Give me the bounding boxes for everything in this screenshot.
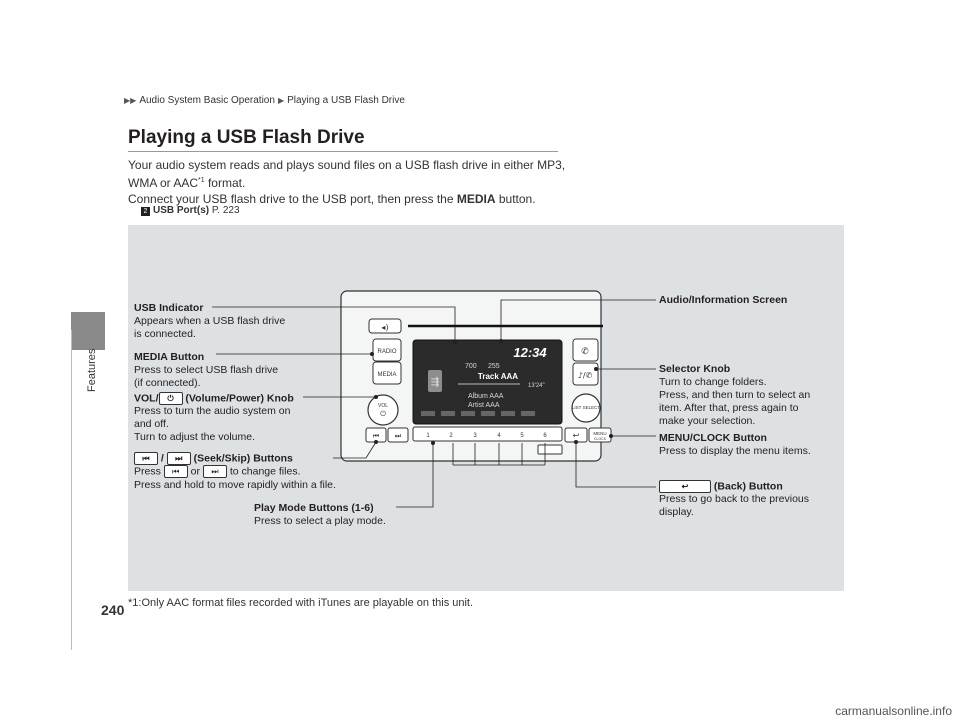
- callout-selector-knob: Selector Knob Turn to change folders.Pre…: [659, 363, 811, 427]
- back-icon: ↩: [659, 480, 711, 493]
- volume-knob[interactable]: [367, 394, 399, 426]
- radio-button-label: RADIO: [377, 349, 396, 355]
- skip-back-icon: ⏮: [163, 465, 188, 479]
- phone-button[interactable]: [572, 338, 599, 362]
- skip-back-icon: ⏮: [134, 452, 158, 465]
- section-label: Features: [86, 348, 98, 392]
- clock-button-label: CLOCK: [594, 437, 607, 441]
- preset-button-5[interactable]: 5: [520, 433, 524, 439]
- screen-track-number: 255: [488, 363, 500, 370]
- screen-folder-number: 700: [465, 363, 477, 370]
- preset-button-4[interactable]: 4: [497, 433, 501, 439]
- callout-menu-clock: MENU/CLOCK Button Press to display the m…: [659, 432, 811, 457]
- callout-media-button: MEDIA Button Press to select USB flash d…: [134, 351, 279, 389]
- callout-leader-lines: [212, 299, 656, 508]
- breadcrumb-arrow-icon: ▶: [277, 96, 285, 105]
- preset-button-6[interactable]: 6: [543, 433, 547, 439]
- volume-knob-label: VOL: [378, 403, 388, 409]
- title-rule: [128, 151, 558, 152]
- reference-arrow-icon: 2: [141, 207, 150, 216]
- power-icon: ⏻: [380, 410, 386, 418]
- skip-forward-icon: ⏭: [166, 452, 191, 465]
- sound-icon: ◂): [381, 323, 388, 332]
- callout-back-button: ↩ (Back) Button Press to go back to the …: [659, 480, 809, 519]
- preset-button-3[interactable]: 3: [473, 433, 477, 439]
- selector-knob-label: LIST SELECT: [572, 405, 600, 410]
- callout-audio-screen: Audio/Information Screen: [659, 294, 788, 306]
- selector-knob[interactable]: [571, 393, 601, 423]
- seek-forward-button[interactable]: [387, 427, 409, 443]
- callout-seek-buttons: ⏮ / ⏭ (Seek/Skip) Buttons Press ⏮ or ⏭ t…: [134, 452, 336, 491]
- hang-up-button[interactable]: [572, 362, 599, 386]
- screen-elapsed-time: 13'24": [528, 383, 545, 389]
- phone-icon: ✆: [581, 347, 589, 357]
- media-button-label: MEDIA: [377, 372, 396, 378]
- back-icon: ↩: [573, 431, 580, 440]
- sound-button[interactable]: [368, 318, 402, 334]
- radio-button[interactable]: [372, 338, 402, 362]
- audio-unit-figure: ◂) RADIO MEDIA VOL ⏻ ⏮ ⏭ ⇶ 12:34 700 255…: [128, 225, 844, 591]
- watermark: carmanualsonline.info: [835, 704, 952, 718]
- screen-album: Album AAA: [468, 393, 504, 400]
- sidebar-line: [71, 330, 72, 650]
- footnote: *1:Only AAC format files recorded with i…: [128, 597, 474, 609]
- breadcrumb-item-1[interactable]: Audio System Basic Operation: [139, 95, 275, 106]
- screen-artist: Artist AAA: [468, 402, 500, 409]
- usb-icon: [428, 370, 442, 392]
- audio-information-screen: [412, 339, 563, 425]
- callout-usb-indicator: USB Indicator Appears when a USB flash d…: [134, 302, 286, 340]
- screen-track-title: Track AAA: [478, 372, 518, 381]
- breadcrumb: ▶▶ Audio System Basic Operation ▶ Playin…: [124, 95, 405, 106]
- menu-button-label: MENU: [593, 431, 606, 436]
- page-title: Playing a USB Flash Drive: [128, 127, 365, 148]
- power-icon: ⏻: [158, 392, 183, 405]
- call-end-icon: ♪/✆: [578, 371, 593, 380]
- preset-button-strip: [412, 426, 563, 442]
- skip-forward-icon: ⏭: [202, 465, 227, 479]
- callout-volume-knob: VOL/⏻ (Volume/Power) Knob Press to turn …: [134, 392, 294, 444]
- callout-play-mode: Play Mode Buttons (1-6) Press to select …: [254, 502, 386, 527]
- page-number: 240: [101, 602, 125, 618]
- section-tab: [71, 312, 105, 350]
- callout-dots: [370, 339, 613, 445]
- preset-button-1[interactable]: 1: [426, 433, 430, 439]
- usb-port-cover: [537, 444, 563, 455]
- skip-back-icon: ⏮: [373, 432, 379, 440]
- screen-clock: 12:34: [513, 345, 547, 360]
- breadcrumb-item-2[interactable]: Playing a USB Flash Drive: [287, 95, 405, 106]
- breadcrumb-arrow-icon: ▶▶: [124, 96, 137, 105]
- screen-mode-icons: [421, 411, 535, 416]
- media-button[interactable]: [372, 361, 402, 385]
- preset-button-2[interactable]: 2: [449, 433, 453, 439]
- audio-unit-illustration: ◂) RADIO MEDIA VOL ⏻ ⏮ ⏭ ⇶ 12:34 700 255…: [212, 290, 656, 508]
- skip-forward-icon: ⏭: [395, 432, 402, 440]
- usb-symbol-icon: ⇶: [431, 376, 439, 388]
- intro-text: Your audio system reads and plays sound …: [128, 158, 566, 206]
